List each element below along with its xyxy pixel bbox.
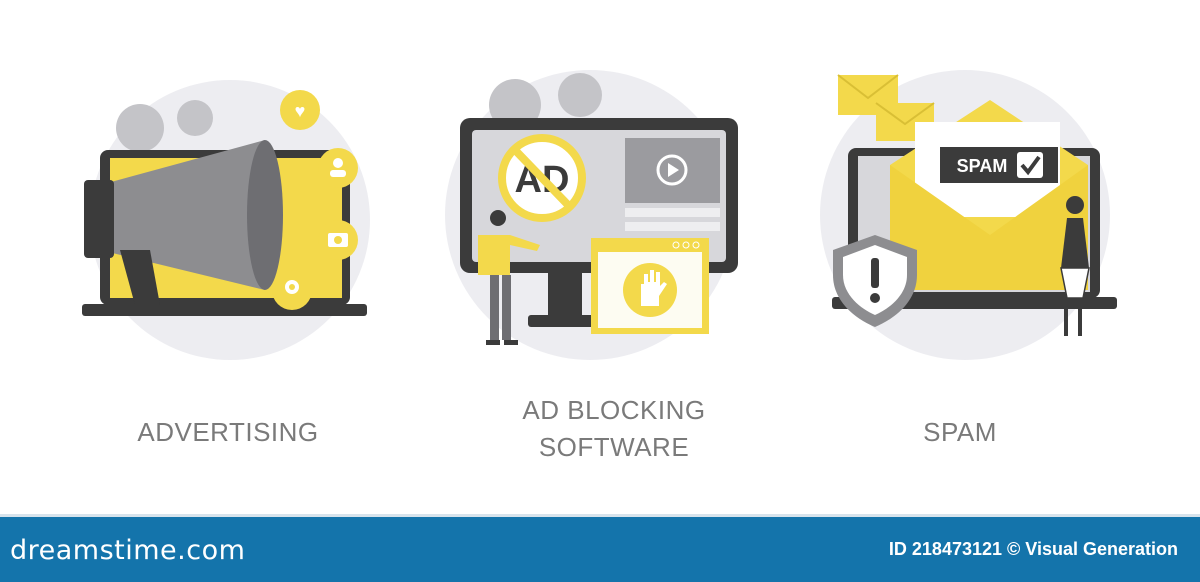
svg-text:♥: ♥ xyxy=(295,101,306,121)
advertising-title: ADVERTISING xyxy=(137,417,319,447)
checkbox-icon xyxy=(1017,152,1043,178)
spam-title: SPAM xyxy=(923,417,997,447)
gear-icon xyxy=(116,100,213,152)
blocked-window xyxy=(591,238,709,334)
open-envelope xyxy=(890,100,1088,290)
no-ad-icon: AD xyxy=(498,134,586,222)
person-figure xyxy=(478,210,540,345)
camera-icon xyxy=(318,220,358,260)
woman-figure xyxy=(1060,196,1090,336)
location-pin-icon xyxy=(272,270,312,310)
spam-badge-text: SPAM xyxy=(957,156,1008,176)
spam-illustration: SPAM xyxy=(832,74,1117,336)
ad-blocking-title-line2: SOFTWARE xyxy=(538,432,690,462)
spam-tag: SPAM xyxy=(940,147,1058,183)
ad-blocking-title-line1: AD BLOCKING xyxy=(522,395,706,425)
image-credit: ID 218473121 © Visual Generation xyxy=(888,539,1178,559)
user-icon xyxy=(318,148,358,188)
shield-warning-icon xyxy=(833,235,917,327)
ad-blocking-title: AD BLOCKING SOFTWARE xyxy=(484,392,744,466)
advertising-illustration: ♥ xyxy=(82,90,367,316)
megaphone-icon xyxy=(84,140,283,305)
laptop-base xyxy=(82,304,367,316)
illustration-canvas: ♥ AD xyxy=(82,70,1117,360)
ad-blocking-illustration: AD xyxy=(460,73,738,345)
play-icon xyxy=(656,154,688,186)
heart-icon: ♥ xyxy=(280,90,320,130)
dreamstime-banner: dreamstime.com ID 218473121 © Visual Gen… xyxy=(0,514,1200,582)
dreamstime-logo[interactable]: dreamstime.com xyxy=(10,535,246,566)
